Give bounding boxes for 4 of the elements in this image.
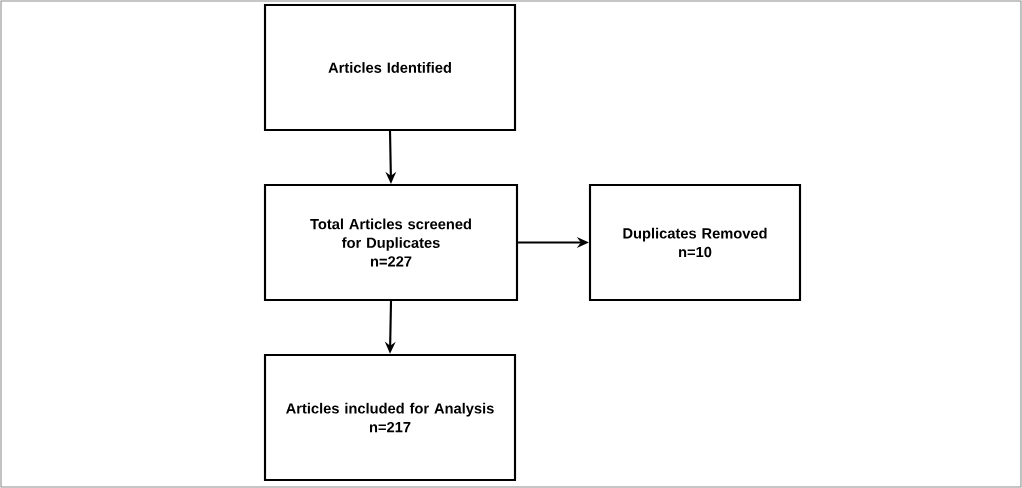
process-box: Articles Identified <box>263 3 517 132</box>
process-box: Duplicates Removed n=10 <box>588 183 802 301</box>
process-box: Total Articles screened for Duplicates n=227 <box>263 183 519 301</box>
process-box: Articles included for Analysis n=217 <box>263 353 517 482</box>
